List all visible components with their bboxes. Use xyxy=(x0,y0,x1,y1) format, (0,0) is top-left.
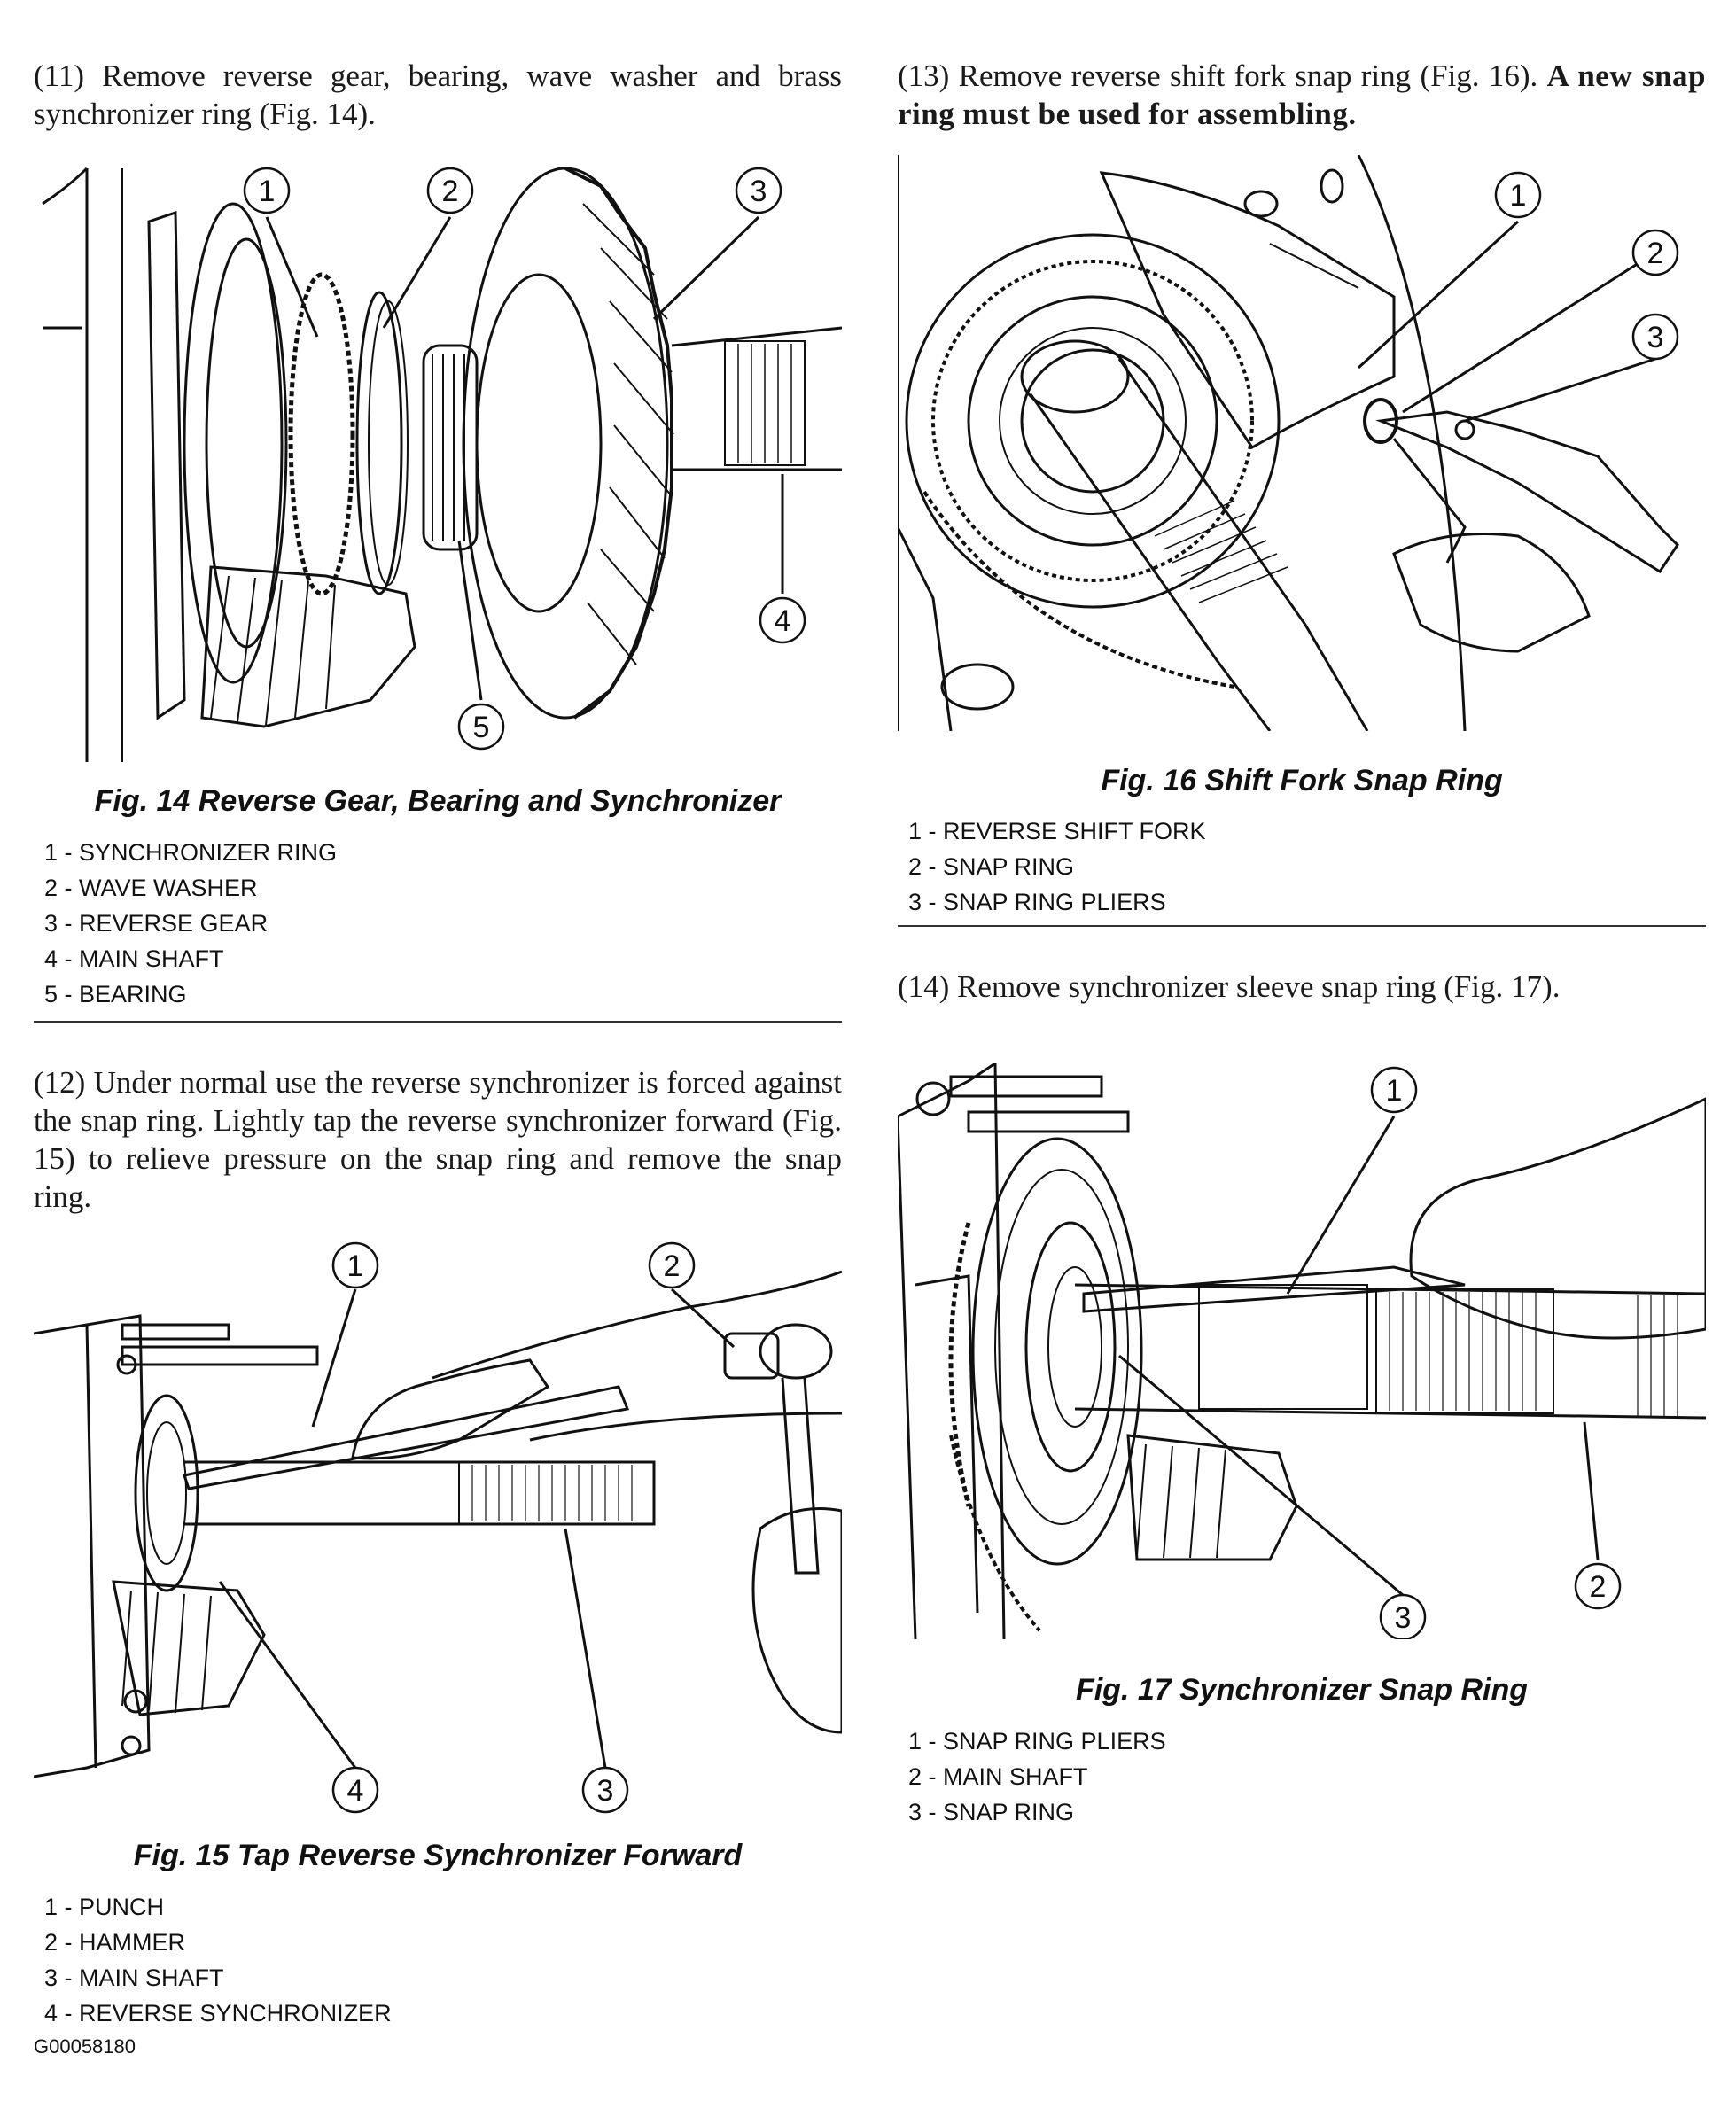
figure-17-caption: Fig. 17 Synchronizer Snap Ring xyxy=(1075,1673,1529,1707)
fig15-callouts: 1 2 3 4 xyxy=(331,1241,696,1814)
svg-text:1: 1 xyxy=(347,1249,364,1283)
svg-text:1: 1 xyxy=(1510,179,1527,213)
step-13-text: (13) Remove reverse shift fork snap ring… xyxy=(898,57,1706,133)
figure-14-legend: 1 - SYNCHRONIZER RING 2 - WAVE WASHER 3 … xyxy=(44,835,337,1012)
svg-text:3: 3 xyxy=(751,175,767,208)
figure-16-illustration: 1 2 3 xyxy=(898,155,1706,731)
svg-text:3: 3 xyxy=(597,1774,614,1808)
legend-item: 1 - REVERSE SHIFT FORK xyxy=(908,818,1206,844)
step-13-instruction: (13) Remove reverse shift fork snap ring… xyxy=(898,58,1538,93)
svg-text:2: 2 xyxy=(1647,237,1664,270)
legend-item: 1 - SYNCHRONIZER RING xyxy=(44,839,338,866)
legend-item: 5 - BEARING xyxy=(44,981,187,1008)
step-13-warning: A new snap ring must be used for assembl… xyxy=(898,58,1706,131)
fig14-callouts: 1 2 3 4 5 xyxy=(243,167,806,751)
legend-item: 4 - MAIN SHAFT xyxy=(44,945,224,972)
legend-item: 2 - WAVE WASHER xyxy=(44,875,258,901)
figure-14-caption: Fig. 14 Reverse Gear, Bearing and Synchr… xyxy=(94,784,782,818)
legend-item: 4 - REVERSE SYNCHRONIZER xyxy=(44,2000,392,2027)
svg-text:4: 4 xyxy=(775,604,791,638)
legend-item: 3 - MAIN SHAFT xyxy=(44,1965,224,1991)
svg-text:3: 3 xyxy=(1395,1601,1412,1635)
legend-item: 1 - PUNCH xyxy=(44,1894,165,1920)
step-11-text: (11) Remove reverse gear, bearing, wave … xyxy=(34,58,842,131)
svg-text:1: 1 xyxy=(259,175,276,208)
figure-17-illustration: 1 2 3 xyxy=(898,1063,1706,1639)
figure-17-legend: 1 - SNAP RING PLIERS 2 - MAIN SHAFT 3 - … xyxy=(908,1723,1166,1830)
legend-item: 1 - SNAP RING PLIERS xyxy=(908,1728,1166,1754)
step-12-text: (12) Under normal use the reverse synchr… xyxy=(34,1065,842,1214)
fig17-callouts: 1 2 3 xyxy=(1370,1066,1622,1639)
legend-item: 3 - SNAP RING PLIERS xyxy=(908,889,1166,915)
legend-item: 2 - HAMMER xyxy=(44,1929,186,1956)
step-14-text: (14) Remove synchronizer sleeve snap rin… xyxy=(898,969,1561,1004)
divider xyxy=(34,1021,842,1023)
svg-text:2: 2 xyxy=(1590,1570,1607,1604)
legend-item: 2 - SNAP RING xyxy=(908,853,1075,880)
legend-item: 3 - SNAP RING xyxy=(908,1799,1075,1825)
figure-16-legend: 1 - REVERSE SHIFT FORK 2 - SNAP RING 3 -… xyxy=(908,813,1206,920)
divider xyxy=(898,925,1706,927)
figure-15-legend: 1 - PUNCH 2 - HAMMER 3 - MAIN SHAFT 4 - … xyxy=(44,1889,392,2031)
legend-item: 2 - MAIN SHAFT xyxy=(908,1763,1088,1790)
svg-text:5: 5 xyxy=(473,711,490,744)
svg-text:4: 4 xyxy=(347,1774,364,1808)
legend-item: 3 - REVERSE GEAR xyxy=(44,910,269,937)
document-id: G00058180 xyxy=(34,2035,136,2058)
figure-16-caption: Fig. 16 Shift Fork Snap Ring xyxy=(1101,764,1503,797)
svg-text:3: 3 xyxy=(1647,321,1664,354)
figure-14-illustration: 1 2 3 4 5 xyxy=(34,151,842,762)
svg-text:2: 2 xyxy=(442,175,459,208)
svg-text:1: 1 xyxy=(1386,1074,1403,1108)
figure-15-caption: Fig. 15 Tap Reverse Synchronizer Forward xyxy=(133,1839,743,1872)
fig16-callouts: 1 2 3 xyxy=(1494,171,1679,361)
svg-text:2: 2 xyxy=(664,1249,681,1283)
figure-15-illustration: 1 2 3 4 xyxy=(34,1236,842,1821)
